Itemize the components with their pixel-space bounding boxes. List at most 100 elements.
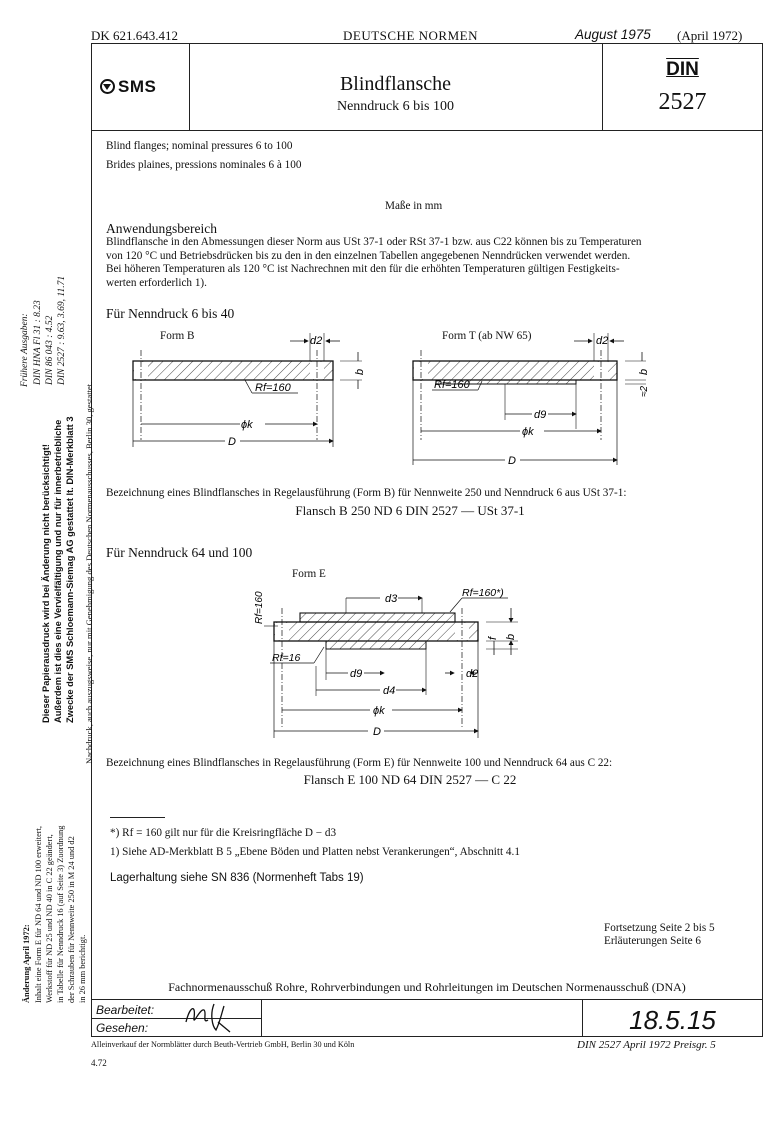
form-e-rf16-label: Rf=16 [272, 652, 300, 664]
form-t-d2-label: d2 [596, 335, 608, 347]
form-e-label: Form E [292, 568, 326, 580]
scope-line: Blindflansche in den Abmessungen dieser … [106, 236, 642, 248]
din-divider [602, 43, 603, 131]
din-label: DIN [666, 59, 699, 80]
form-e-raised-face [325, 641, 427, 650]
signature-icon [185, 1003, 231, 1033]
form-t-D-label: D [508, 455, 516, 467]
form-b-drawing: d2 b Rf=160 ϕk D [132, 333, 366, 448]
form-b-b-label: b [354, 369, 366, 375]
footnote-rule [110, 817, 165, 818]
form-e-rf-left-label: Rf=160 [254, 591, 265, 624]
doc-reference: DIN 2527 April 1972 Preisgr. 5 [577, 1039, 716, 1051]
logo-text: SMS [118, 77, 157, 96]
change-line: in 26 mm berichtigt. [78, 934, 87, 1003]
approval-col-divider [261, 999, 262, 1037]
form-t-label: Form T (ab NW 65) [442, 330, 532, 342]
form-t-rf-label: Rf=160 [434, 379, 471, 391]
form-e-drawing: d3 Rf=160 Rf=160*) f b Rf=16 d9 d2 d4 ϕk… [254, 587, 518, 738]
form-t-raised-face [435, 379, 577, 385]
header-title: DEUTSCHE NORMEN [343, 28, 478, 43]
title-french: Brides plaines, pressions nominales 6 à … [106, 159, 302, 171]
form-e-k-label: ϕk [373, 705, 385, 717]
form-t-2-label: ≈2 [639, 386, 650, 397]
form-e-d3-label: d3 [385, 593, 398, 605]
footnote-one: 1) Siehe AD-Merkblatt B 5 „Ebene Böden u… [110, 846, 520, 858]
document-title: Blindflansche [339, 73, 452, 95]
scope-text: Blindflansche in den Abmessungen dieser … [106, 236, 756, 290]
form-t-drawing: d2 b ≈2 Rf=160 d9 ϕk D [412, 333, 650, 467]
din-number: 2527 [658, 89, 707, 115]
form-b-d2-label: d2 [310, 335, 322, 347]
section1-designation: Bezeichnung eines Blindflansches in Rege… [106, 487, 627, 499]
form-t-hole-left [414, 362, 428, 379]
form-t-k-label: ϕk [522, 426, 534, 438]
change-line: Werkstoff für ND 25 und ND 40 in C 22 ge… [45, 834, 54, 1003]
previous-date: (April 1972) [677, 28, 743, 43]
approval-date: 18.5.15 [629, 1005, 716, 1035]
form-e-b-label: b [505, 634, 517, 640]
section2-designation: Bezeichnung eines Blindflansches in Rege… [106, 757, 613, 769]
document-subtitle: Nenndruck 6 bis 100 [336, 99, 455, 114]
print-code: 4.72 [91, 1058, 107, 1068]
section2-example: Flansch E 100 ND 64 DIN 2527 — C 22 [303, 772, 517, 787]
form-b-hole-right [310, 362, 324, 379]
section1-heading: Für Nenndruck 6 bis 40 [106, 306, 235, 321]
earlier-line: DIN 2527 : 9.63, 3.69, 11.71 [57, 275, 67, 385]
form-e-D-label: D [373, 726, 381, 738]
form-e-f-label: f [487, 636, 499, 640]
notice-line: Zwecke der SMS Schloemann-Siemag AG gest… [65, 416, 75, 723]
sms-logo: SMS [100, 77, 156, 97]
logo-symbol-icon [100, 79, 115, 94]
dk-number: DK 621.643.412 [91, 28, 179, 43]
section2-heading: Für Nenndruck 64 und 100 [106, 545, 253, 560]
reprint-note: Nachdruck, auch auszugsweise, nur mit Ge… [84, 381, 94, 764]
form-t-hole-right [594, 362, 608, 379]
form-b-rf-label: Rf=160 [255, 382, 292, 394]
edited-label: Bearbeitet: [96, 1003, 155, 1017]
form-e-rf-right-label: Rf=160*) [462, 587, 504, 599]
section1-drawings: d2 b Rf=160 ϕk D d2 b ≈2 [132, 333, 650, 467]
scope-line: werten erforderlich 1). [106, 276, 207, 289]
scope-line: von 120 °C und Betriebsdrücken bis zu de… [106, 249, 631, 262]
form-b-k-label: ϕk [241, 419, 253, 431]
form-t-d9-label: d9 [534, 409, 546, 421]
stock-note: Lagerhaltung siehe SN 836 (Normenheft Ta… [110, 872, 364, 884]
earlier-title: Frühere Ausgaben: [20, 313, 30, 387]
logo-divider [189, 43, 190, 131]
continuation-pages: Fortsetzung Seite 2 bis 5 [604, 922, 715, 934]
scope-heading: Anwendungsbereich [106, 221, 217, 236]
title-english: Blind flanges; nominal pressures 6 to 10… [106, 140, 293, 152]
approval-date-divider [582, 999, 583, 1037]
form-b-label: Form B [160, 330, 195, 342]
seen-label: Gesehen: [96, 1021, 149, 1035]
form-e-d9-label: d9 [350, 668, 362, 680]
titlebox-divider [91, 130, 763, 131]
scope-line: Bei höheren Temperaturen als 120 °C ist … [106, 263, 620, 275]
form-t-b-label: b [638, 369, 650, 375]
approval-row-divider [91, 1018, 261, 1019]
notice-line: Dieser Papierausdruck wird bei Änderung … [41, 444, 51, 723]
form-t-plate [412, 360, 618, 381]
form-e-ring-groove [299, 612, 456, 623]
form-e-d4-label: d4 [383, 685, 395, 697]
form-b-plate [132, 360, 334, 381]
form-e-d2-label: d2 [466, 668, 478, 680]
issue-date: August 1975 [575, 27, 651, 42]
change-line: Inhalt eine Form E für ND 64 und ND 100 … [34, 826, 43, 1003]
form-b-hole-left [134, 362, 148, 379]
committee: Fachnormenausschuß Rohre, Rohrverbindung… [168, 980, 686, 994]
form-e-plate [273, 621, 479, 642]
units-note: Maße in mm [385, 200, 443, 212]
earlier-line: DIN 86 043 : 4.52 [45, 315, 55, 385]
continuation-notes: Erläuterungen Seite 6 [604, 935, 701, 947]
sales-note: Alleinverkauf der Normblätter durch Beut… [91, 1040, 355, 1049]
footnote-star: *) Rf = 160 gilt nur für die Kreisringfl… [110, 827, 337, 839]
section1-example: Flansch B 250 ND 6 DIN 2527 — USt 37-1 [295, 503, 525, 518]
notice-line: Außerdem ist dies eine Vervielfältigung … [53, 419, 63, 723]
change-title: Änderung April 1972: [22, 924, 31, 1003]
form-b-D-label: D [228, 436, 236, 448]
change-line: der Schrauben für Nennweite 250 in M 24 … [67, 836, 76, 1003]
change-line: in Tabelle für Nenndruck 16 (auf Seite 3… [56, 825, 65, 1003]
earlier-line: DIN HNA Fl 31 : 8.23 [33, 300, 43, 385]
